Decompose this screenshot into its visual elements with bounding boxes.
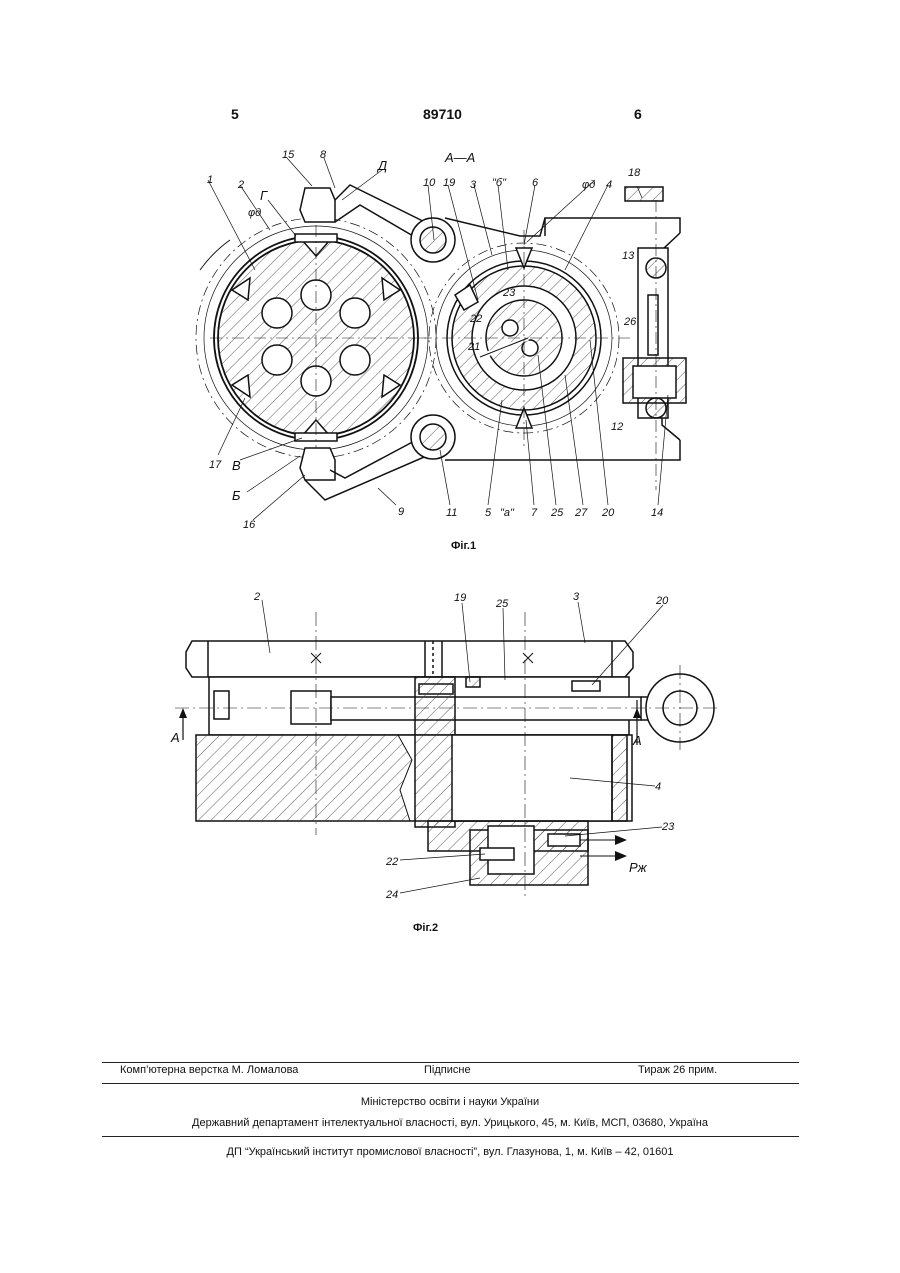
label-3: 3 [470,179,477,191]
label-G: Г [260,188,268,203]
page-number-left: 5 [231,106,239,122]
figure-1-geometry [196,158,686,520]
label-13: 13 [622,250,635,262]
label-21: 21 [467,341,480,353]
page-number-right: 6 [634,106,642,122]
label-7: 7 [531,507,538,519]
footer-rule-top [102,1062,799,1063]
label-25: 25 [550,507,564,519]
label-12: 12 [611,421,623,433]
label-18: 18 [628,167,641,179]
label-20: 20 [601,507,615,519]
label-2: 2 [237,179,244,191]
fig2-section-mark-right: А [632,733,642,748]
label-phi-left: φд [248,207,261,219]
label-15: 15 [282,149,295,161]
label-1: 1 [207,174,213,186]
label-4: 4 [606,179,612,191]
label-26: 26 [623,316,637,328]
footer-circulation: Тираж 26 прим. [638,1064,717,1076]
patent-number: 89710 [423,106,462,122]
fig2-label-4: 4 [655,781,661,793]
fig2-label-20: 20 [655,595,669,607]
label-27: 27 [574,507,588,519]
label-V: В [232,458,241,473]
footer-department: Державний департамент інтелектуальної вл… [0,1117,900,1129]
label-9: 9 [398,506,404,518]
figure-2-drawing: 2 3 4 19 20 22 23 24 25 А А Рж [0,585,900,905]
fig2-label-19: 19 [454,592,466,604]
fig2-label-25: 25 [495,598,509,610]
label-phi-right: φд [582,179,595,191]
figure-2-caption: Фіг.2 [413,922,438,934]
footer-institute: ДП “Український інститут промислової вла… [0,1146,900,1158]
fig2-label-3: 3 [573,591,580,603]
fig2-label-24: 24 [385,889,398,901]
label-17: 17 [209,459,222,471]
label-23: 23 [502,287,516,299]
label-5: 5 [485,507,492,519]
label-19: 19 [443,177,455,189]
label-B: Б [232,488,241,503]
label-11: 11 [446,507,457,519]
footer-signed: Підписне [424,1064,471,1076]
label-b-quoted: "б" [492,177,507,189]
label-16: 16 [243,519,256,531]
footer-ministry: Міністерство освіти і науки України [0,1096,900,1108]
footer-rule-bottom [102,1136,799,1137]
footer-rule-middle [102,1083,799,1084]
fig2-label-23: 23 [661,821,675,833]
label-10: 10 [423,177,436,189]
fig2-label-pressure: Рж [629,860,648,875]
section-title: А—А [444,150,475,165]
label-D: Д [376,158,387,173]
label-22: 22 [469,313,482,325]
footer-composer: Комп’ютерна верстка М. Ломалова [120,1064,298,1076]
figure-1-drawing: А—А 1 2 3 4 5 6 7 8 9 10 11 12 13 14 15 … [0,140,900,530]
label-a-quoted: "а" [500,507,515,519]
figure-1-caption: Фіг.1 [451,540,476,552]
label-14: 14 [651,507,663,519]
fig2-label-22: 22 [385,856,398,868]
figure-2-geometry [175,600,720,900]
fig2-section-mark-left: А [170,730,180,745]
label-8: 8 [320,149,327,161]
fig2-label-2: 2 [253,591,260,603]
label-6: 6 [532,177,539,189]
